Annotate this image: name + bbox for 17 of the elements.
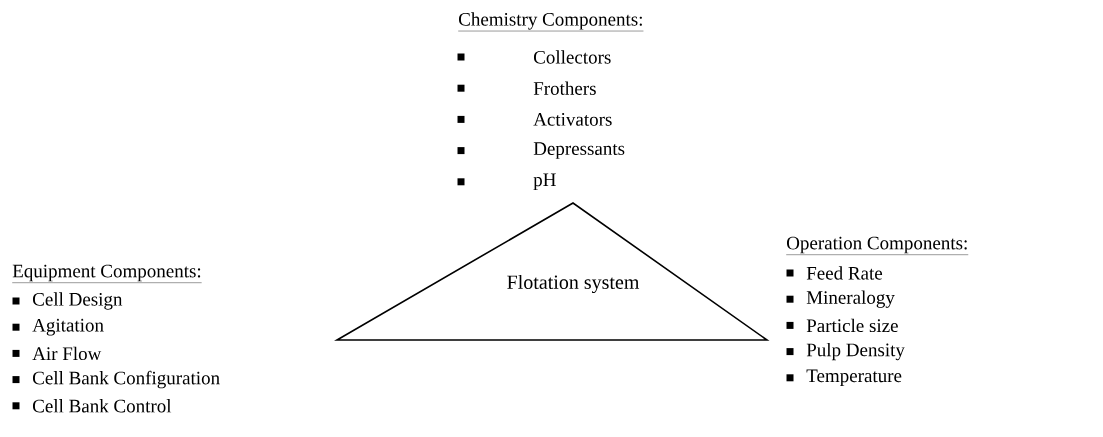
list-item: Activators [533, 113, 612, 126]
list-item: Agitation [32, 318, 104, 336]
list-item: Particle size [806, 318, 898, 333]
list-item: Feed Rate [806, 266, 883, 280]
heading: Operation Components: [786, 236, 969, 255]
list-item: Collectors [534, 50, 611, 64]
list-item: Pulp Density [806, 342, 905, 361]
heading: Equipment Components: [12, 264, 202, 283]
list-item: Frothers [533, 81, 596, 95]
list-item: Cell Design [33, 292, 123, 310]
heading: Chemistry Components: [458, 12, 644, 32]
list-item: Depressants [533, 142, 625, 159]
list-item: Air Flow [32, 346, 102, 361]
list-item: Temperature [806, 369, 902, 387]
list-item: Mineralogy [806, 290, 895, 308]
list-item: Cell Bank Configuration [33, 370, 220, 389]
list-item: Cell Bank Control [33, 399, 172, 413]
